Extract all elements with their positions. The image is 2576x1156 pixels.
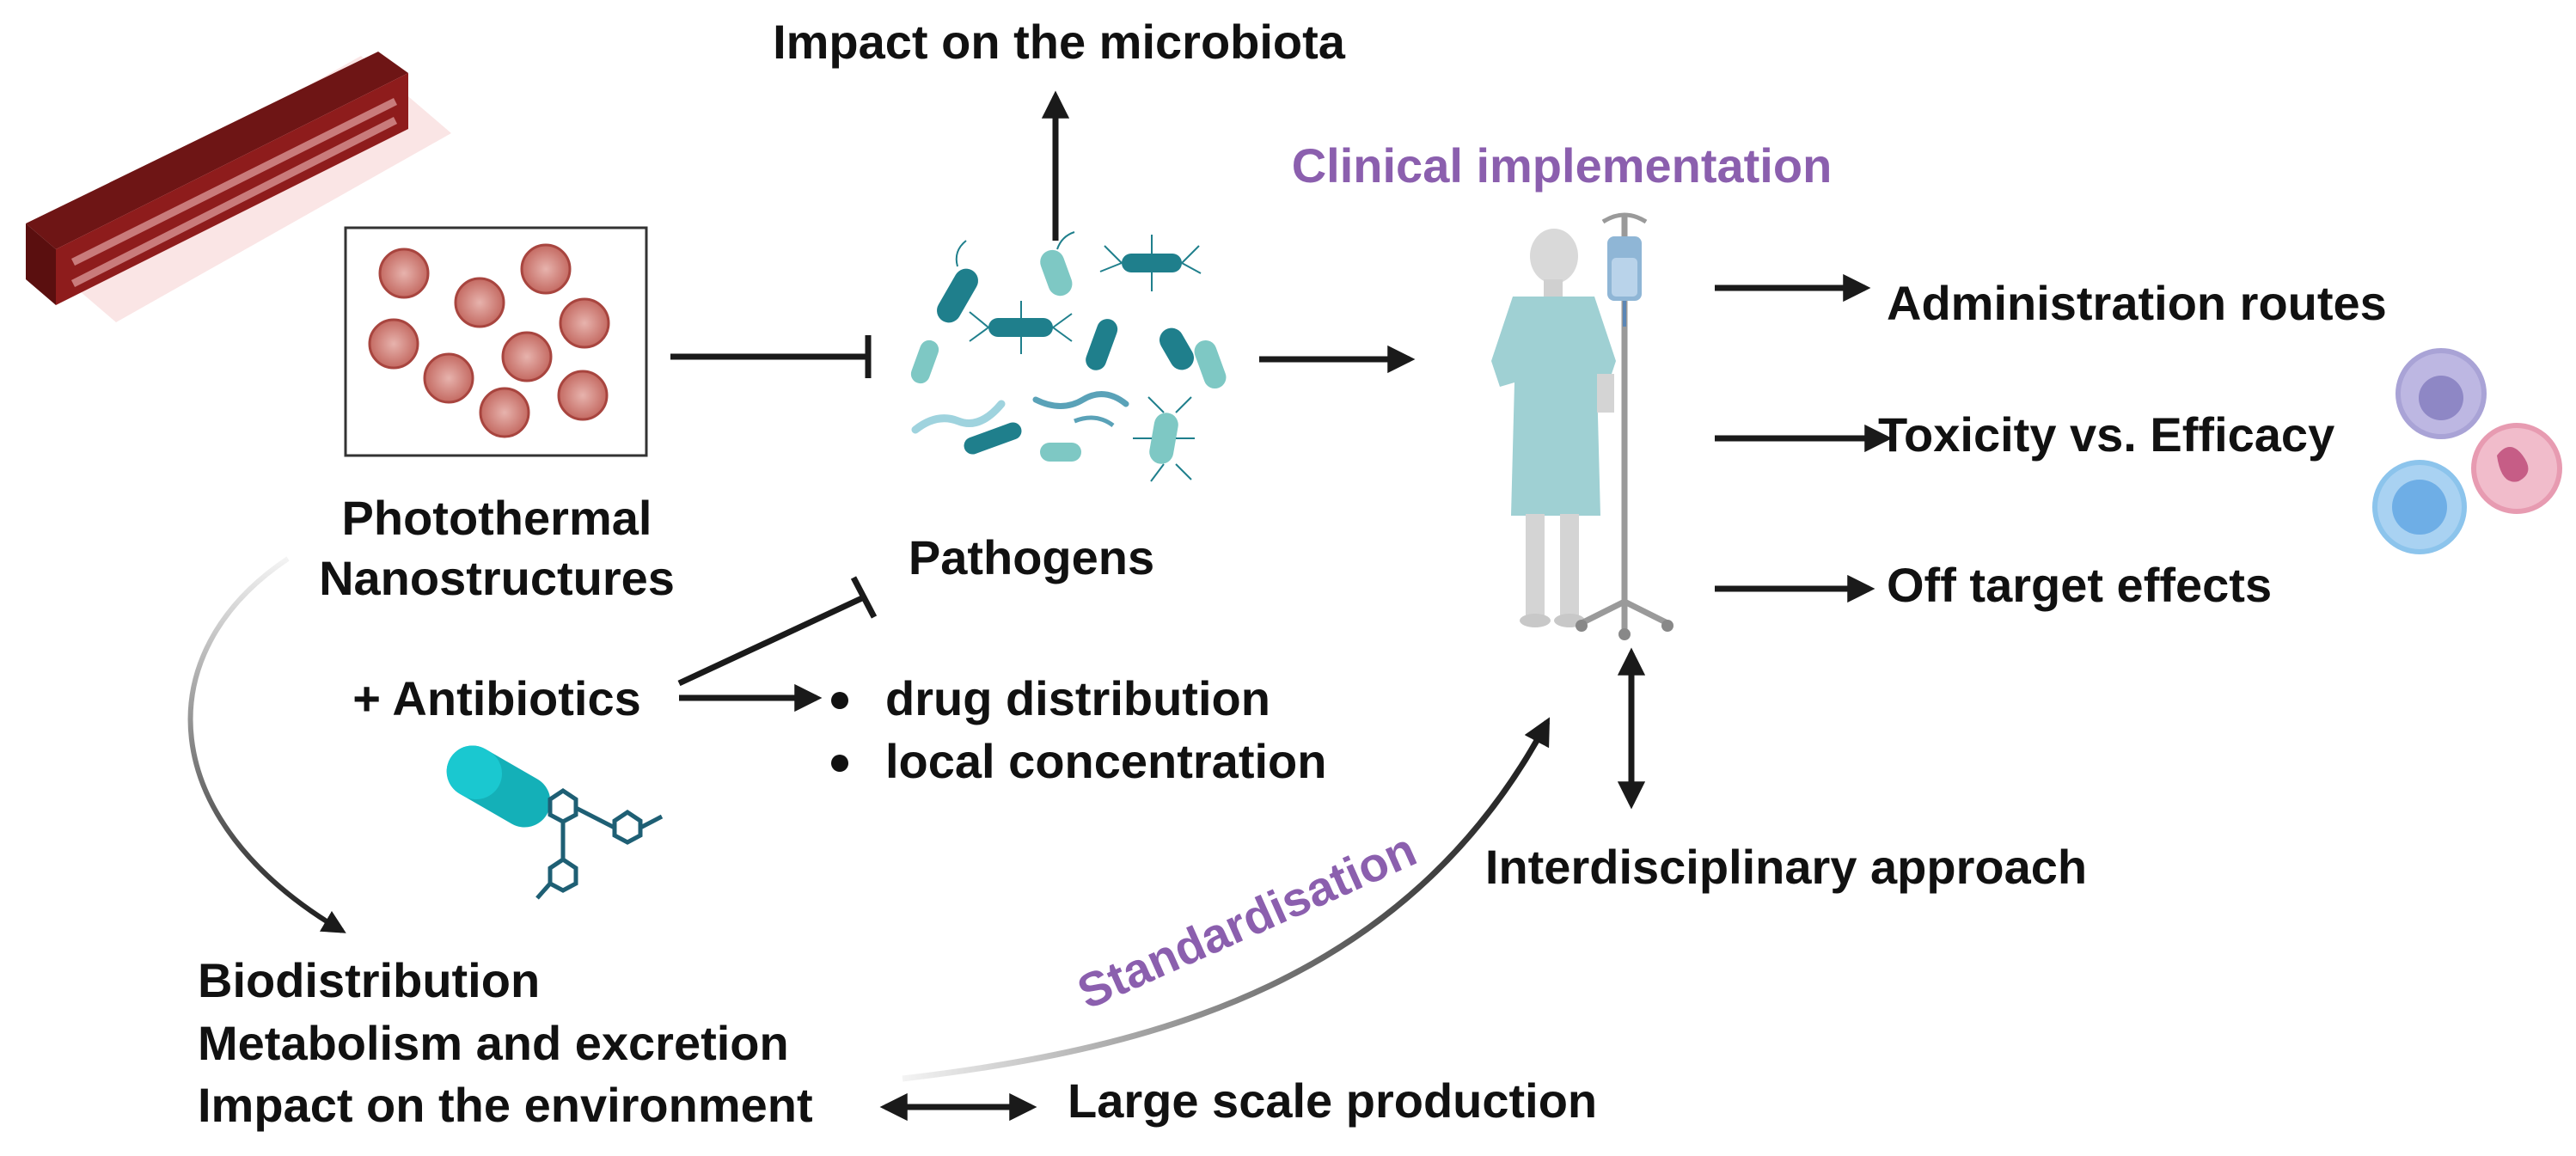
laser-device-icon [26,52,451,322]
administration-routes-label: Administration routes [1887,276,2387,330]
immune-cell-icon [2372,348,2562,554]
impact-microbiota-label: Impact on the microbiota [773,15,1346,69]
clinical-implementation-label: Clinical implementation [1292,138,1833,193]
iv-stand-icon [1576,212,1673,640]
bullet-dot-2 [831,755,848,772]
curve-to-biodistribution [187,556,346,933]
capsule-icon [446,745,664,900]
off-target-effects-label: Off target effects [1887,558,2272,612]
drug-distribution-label: drug distribution [885,671,1270,725]
impact-environment-label: Impact on the environment [198,1078,813,1132]
interdisciplinary-label: Interdisciplinary approach [1485,840,2087,894]
photothermal-label-line2: Nanostructures [319,551,675,605]
connectors [187,90,1893,1122]
large-scale-production-label: Large scale production [1068,1073,1597,1128]
nanoparticle-icon [368,243,610,438]
local-concentration-label: local concentration [885,734,1326,788]
pathogen-icon [910,231,1227,482]
curve-standardisation [902,717,1551,1082]
inhibit-antibiotics-bar [850,576,878,619]
standardisation-label: Standardisation [1069,822,1423,1019]
biodistribution-label: Biodistribution [198,953,540,1007]
inhibit-antibiotics-line [677,594,866,687]
bullet-dot-1 [831,692,848,709]
toxicity-efficacy-label: Toxicity vs. Efficacy [1878,407,2334,462]
nanostructure-panel [344,226,648,457]
photothermal-label-line1: Photothermal [342,491,652,545]
antibiotics-label: + Antibiotics [352,671,641,725]
metabolism-label: Metabolism and excretion [198,1016,789,1070]
patient-icon [1491,229,1616,627]
pathogens-label: Pathogens [909,530,1154,584]
